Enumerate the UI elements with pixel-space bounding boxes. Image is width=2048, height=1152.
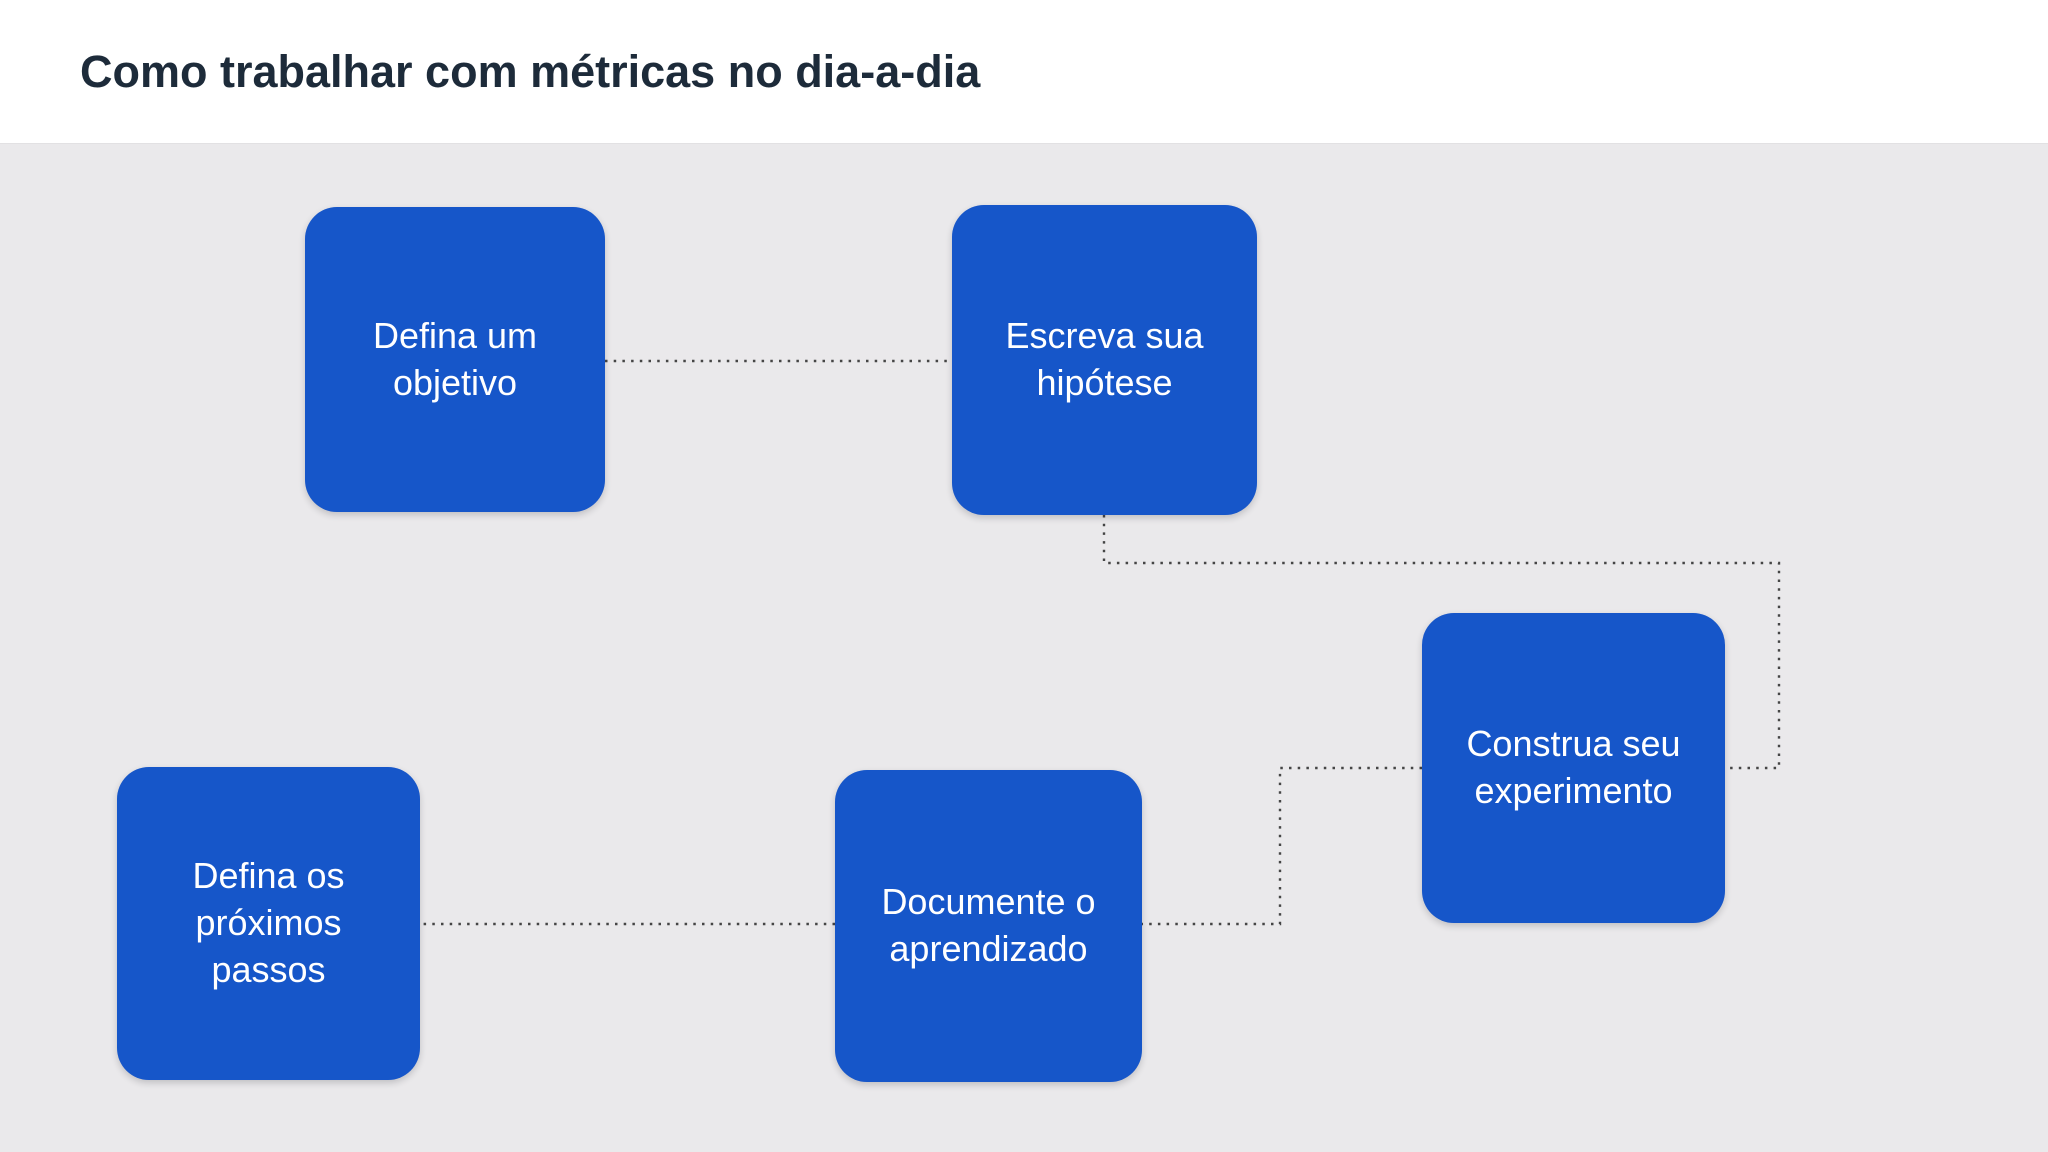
connector-step-3-step-4 — [1142, 766, 1422, 926]
flow-node-step-3-label: Construa seu experimento — [1466, 723, 1681, 811]
slide-title: Como trabalhar com métricas no dia-a-dia — [80, 45, 981, 97]
flow-node-step-5-label: Defina os próximos passos — [192, 855, 345, 990]
flow-node-step-5: Defina os próximos passos — [117, 767, 420, 1080]
flow-canvas: Defina um objetivo Escreva sua hipótese … — [0, 143, 2048, 1152]
flow-node-step-4: Documente o aprendizado — [835, 770, 1142, 1082]
flow-node-step-3: Construa seu experimento — [1422, 613, 1725, 923]
connector-step-2-step-3 — [1102, 515, 1781, 770]
flow-node-step-1-label: Defina um objetivo — [372, 314, 538, 403]
slide-header: Como trabalhar com métricas no dia-a-dia — [0, 0, 2048, 143]
flow-connectors — [420, 359, 1781, 926]
flow-node-step-4-label: Documente o aprendizado — [881, 881, 1096, 969]
flow-node-step-2: Escreva sua hipótese — [952, 205, 1257, 515]
flow-node-step-2-label: Escreva sua hipótese — [1005, 315, 1204, 403]
flow-node-step-1: Defina um objetivo — [305, 207, 605, 512]
